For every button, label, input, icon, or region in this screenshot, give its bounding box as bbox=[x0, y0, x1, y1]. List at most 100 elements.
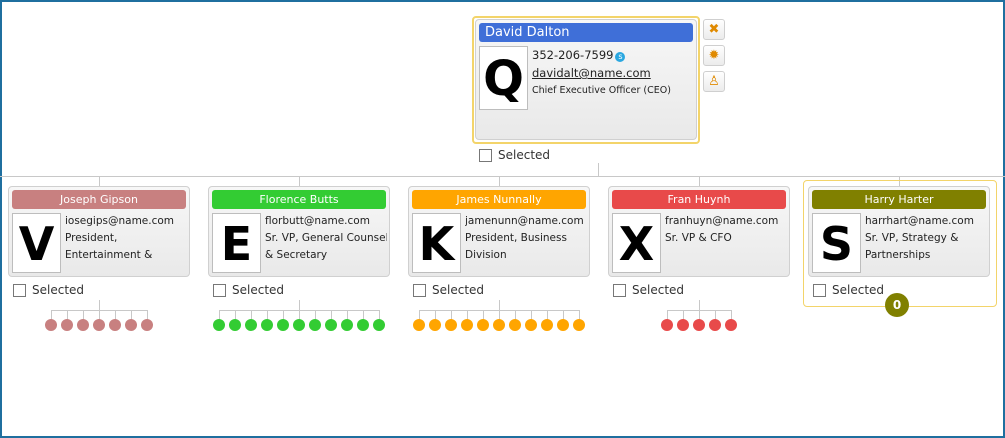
subordinate-dot[interactable] bbox=[541, 319, 553, 331]
close-icon[interactable]: ✖ bbox=[703, 19, 725, 40]
child-email[interactable]: florbutt@name.com bbox=[265, 215, 370, 227]
subordinate-dot[interactable] bbox=[109, 319, 121, 331]
subordinate-dot[interactable] bbox=[477, 319, 489, 331]
subordinate-dot[interactable] bbox=[341, 319, 353, 331]
subordinate-dot[interactable] bbox=[429, 319, 441, 331]
subordinate-dot[interactable] bbox=[509, 319, 521, 331]
subordinate-tick bbox=[363, 310, 364, 320]
child-node-card[interactable]: Harry Harter S harrhart@name.com Sr. VP,… bbox=[808, 186, 990, 277]
subordinate-dot[interactable] bbox=[141, 319, 153, 331]
subordinate-dot[interactable] bbox=[493, 319, 505, 331]
subordinate-dot[interactable] bbox=[293, 319, 305, 331]
subordinate-tick bbox=[699, 310, 700, 320]
child-node-name[interactable]: Joseph Gipson bbox=[12, 190, 186, 209]
subordinate-dot[interactable] bbox=[357, 319, 369, 331]
subordinate-tick bbox=[499, 310, 500, 320]
child-node-card[interactable]: Florence Butts E florbutt@name.com Sr. V… bbox=[208, 186, 390, 277]
child-title-line2: Partnerships bbox=[865, 249, 931, 261]
subordinate-dot[interactable] bbox=[245, 319, 257, 331]
child-title-line1: President, Business bbox=[465, 232, 567, 244]
checkbox[interactable] bbox=[813, 283, 826, 297]
child-selected-checkbox[interactable]: Selected bbox=[813, 283, 884, 297]
child-node-name[interactable]: Florence Butts bbox=[212, 190, 386, 209]
subordinate-dot[interactable] bbox=[677, 319, 689, 331]
root-node-name[interactable]: David Dalton bbox=[479, 23, 693, 42]
subordinate-tick bbox=[283, 310, 284, 320]
subordinate-stem bbox=[699, 300, 700, 310]
subordinate-count-badge[interactable]: 0 bbox=[885, 293, 909, 317]
child-selected-checkbox[interactable]: Selected bbox=[413, 283, 484, 297]
subordinate-dot[interactable] bbox=[573, 319, 585, 331]
child-contact-info: florbutt@name.com Sr. VP, General Counse… bbox=[265, 213, 387, 264]
child-email[interactable]: iosegips@name.com bbox=[65, 215, 175, 227]
subordinate-tick bbox=[147, 310, 148, 320]
subordinate-tick bbox=[547, 310, 548, 320]
subordinate-dot[interactable] bbox=[277, 319, 289, 331]
subordinate-dot[interactable] bbox=[61, 319, 73, 331]
subordinate-dot[interactable] bbox=[261, 319, 273, 331]
subordinate-dot[interactable] bbox=[445, 319, 457, 331]
subordinate-tick bbox=[83, 310, 84, 320]
skype-icon[interactable]: s bbox=[615, 52, 626, 62]
subordinate-tick bbox=[131, 310, 132, 320]
subordinate-dot[interactable] bbox=[725, 319, 737, 331]
child-node-name[interactable]: Harry Harter bbox=[812, 190, 986, 209]
selected-label: Selected bbox=[832, 283, 885, 297]
subordinate-dot[interactable] bbox=[213, 319, 225, 331]
child-title-line1: Sr. VP, General Counsel bbox=[265, 232, 387, 244]
subordinate-dot[interactable] bbox=[309, 319, 321, 331]
subordinate-dot[interactable] bbox=[77, 319, 89, 331]
child-title-line1: Sr. VP, Strategy & bbox=[865, 232, 959, 244]
checkbox[interactable] bbox=[613, 283, 626, 297]
child-selected-checkbox[interactable]: Selected bbox=[613, 283, 684, 297]
checkbox[interactable] bbox=[479, 148, 492, 162]
subordinate-dot[interactable] bbox=[229, 319, 241, 331]
gear-icon[interactable]: ✹ bbox=[703, 45, 725, 66]
subordinate-tick bbox=[235, 310, 236, 320]
subordinate-tick bbox=[531, 310, 532, 320]
subordinate-dot[interactable] bbox=[373, 319, 385, 331]
child-connector bbox=[699, 176, 700, 187]
subordinate-tick bbox=[267, 310, 268, 320]
subordinate-dot[interactable] bbox=[93, 319, 105, 331]
checkbox[interactable] bbox=[413, 283, 426, 297]
child-email[interactable]: harrhart@name.com bbox=[865, 215, 974, 227]
child-node-card[interactable]: Joseph Gipson V iosegips@name.com Presid… bbox=[8, 186, 190, 277]
subordinate-dot[interactable] bbox=[413, 319, 425, 331]
subordinate-tick bbox=[435, 310, 436, 320]
subordinate-dot[interactable] bbox=[557, 319, 569, 331]
child-node-card[interactable]: Fran Huynh X franhuyn@name.com Sr. VP & … bbox=[608, 186, 790, 277]
subordinate-dot[interactable] bbox=[125, 319, 137, 331]
root-connector bbox=[598, 163, 599, 176]
child-node-card[interactable]: James Nunnally K jamenunn@name.com Presi… bbox=[408, 186, 590, 277]
subordinate-tick bbox=[451, 310, 452, 320]
checkbox[interactable] bbox=[213, 283, 226, 297]
child-node-name[interactable]: James Nunnally bbox=[412, 190, 586, 209]
subordinate-dot[interactable] bbox=[693, 319, 705, 331]
subordinate-tick bbox=[683, 310, 684, 320]
root-email[interactable]: davidalt@name.com bbox=[532, 66, 651, 80]
child-avatar: E bbox=[212, 213, 261, 273]
subordinate-dot[interactable] bbox=[461, 319, 473, 331]
checkbox[interactable] bbox=[13, 283, 26, 297]
child-email[interactable]: jamenunn@name.com bbox=[465, 215, 584, 227]
subordinate-tick bbox=[419, 310, 420, 320]
root-selected-checkbox[interactable]: Selected bbox=[479, 148, 550, 162]
subordinate-tick bbox=[579, 310, 580, 320]
subordinate-dot[interactable] bbox=[525, 319, 537, 331]
subordinate-dot[interactable] bbox=[325, 319, 337, 331]
user-icon[interactable]: ♙ bbox=[703, 71, 725, 92]
child-selected-checkbox[interactable]: Selected bbox=[13, 283, 84, 297]
child-selected-checkbox[interactable]: Selected bbox=[213, 283, 284, 297]
subordinate-tick bbox=[331, 310, 332, 320]
subordinate-dot[interactable] bbox=[709, 319, 721, 331]
root-node-highlight bbox=[472, 16, 700, 144]
child-avatar: X bbox=[612, 213, 661, 273]
child-node-name[interactable]: Fran Huynh bbox=[612, 190, 786, 209]
subordinate-dot[interactable] bbox=[661, 319, 673, 331]
child-email[interactable]: franhuyn@name.com bbox=[665, 215, 779, 227]
subordinate-dot[interactable] bbox=[45, 319, 57, 331]
selected-label: Selected bbox=[432, 283, 485, 297]
